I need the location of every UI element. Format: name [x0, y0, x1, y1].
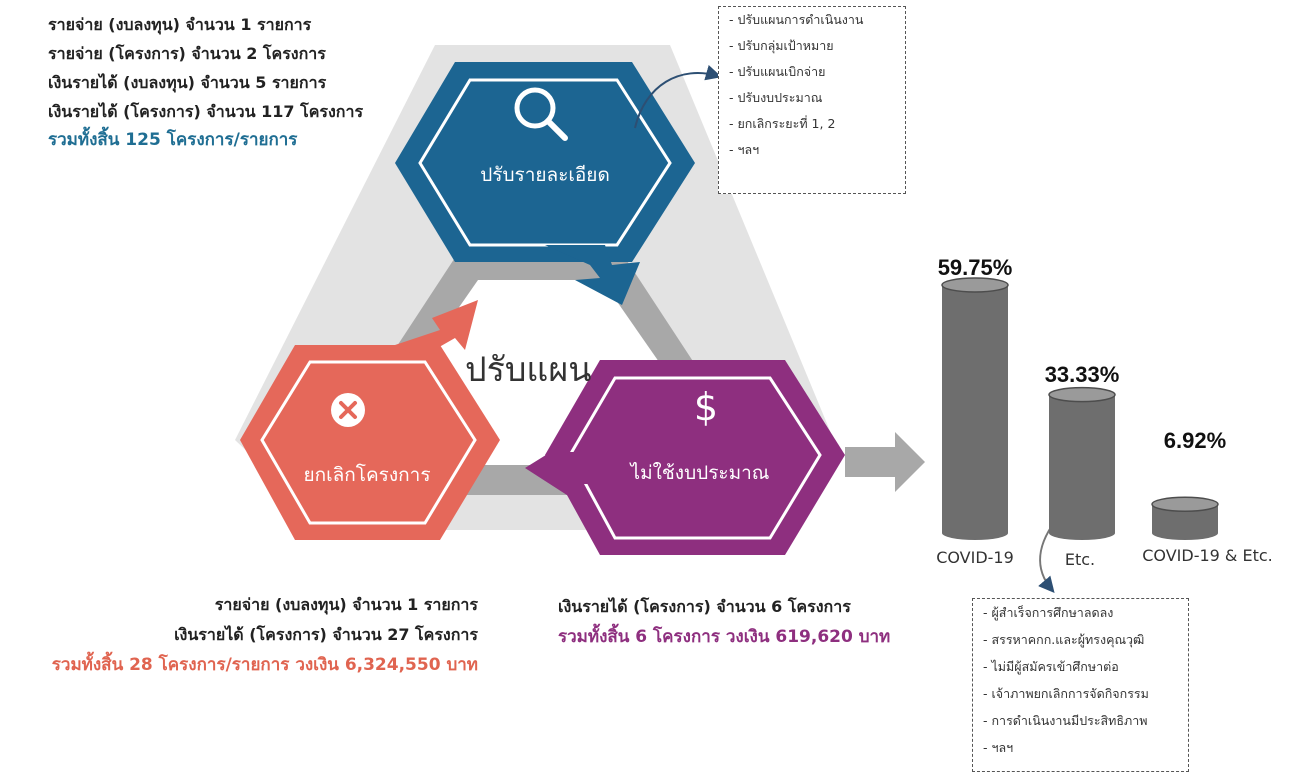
chart-category-label: COVID-19 & Etc.: [1142, 546, 1273, 565]
note-item: - ผู้สำเร็จการศึกษาลดลง: [983, 605, 1114, 620]
adjust-label: ปรับรายละเอียด: [480, 164, 610, 186]
cancel-summary-line: เงินรายได้ (โครงการ) จำนวน 27 โครงการ: [174, 625, 478, 644]
nobudget-summary: เงินรายได้ (โครงการ) จำนวน 6 โครงการ รวม…: [558, 592, 890, 652]
adjust-hexagon-inner: [418, 78, 672, 247]
reason-chart: [941, 277, 1219, 540]
note-item: - ยกเลิกระยะที่ 1, 2: [729, 116, 836, 131]
note-item: - ฯลฯ: [729, 142, 760, 157]
dollar-icon: $: [694, 385, 718, 429]
note-item: - ปรับแผนเบิกจ่าย: [729, 64, 826, 79]
cancel-summary-total: รวมทั้งสิ้น 28 โครงการ/รายการ วงเงิน 6,3…: [51, 655, 478, 675]
chart-bar: [1151, 496, 1219, 540]
cancel-summary-line: รายจ่าย (งบลงทุน) จำนวน 1 รายการ: [214, 595, 478, 614]
magnifier-icon: [514, 87, 568, 141]
cancel-label: ยกเลิกโครงการ: [303, 464, 431, 486]
note-item: - สรรหาคกก.และผู้ทรงคุณวุฒิ: [983, 632, 1145, 647]
cancel-summary: รายจ่าย (งบลงทุน) จำนวน 1 รายการ เงินราย…: [52, 590, 478, 680]
top-left-line: รายจ่าย (งบลงทุน) จำนวน 1 รายการ: [48, 15, 312, 34]
note-item: - การดำเนินงานมีประสิทธิภาพ: [983, 713, 1148, 728]
cancel-hexagon-inner: [260, 360, 477, 525]
top-note-connector: [634, 64, 722, 129]
note-item: - ไม่มีผู้สมัครเข้าศึกษาต่อ: [983, 659, 1119, 674]
adjust-arrow: [545, 245, 640, 305]
chart-category-label: Etc.: [1064, 550, 1096, 569]
chart-bar: [1048, 386, 1116, 540]
cancel-arrow: [395, 300, 478, 358]
center-title: ปรับแผน: [465, 350, 592, 390]
nobudget-summary-total: รวมทั้งสิ้น 6 โครงการ วงเงิน 619,620 บาท: [558, 627, 891, 647]
chart-arrow: [845, 432, 925, 492]
adjust-reasons-note: - ปรับแผนการดำเนินงาน - ปรับกลุ่มเป้าหมา…: [718, 6, 906, 194]
note-item: - ปรับแผนการดำเนินงาน: [729, 12, 864, 27]
chart-value-label: 59.75%: [937, 255, 1013, 280]
top-left-total: รวมทั้งสิ้น 125 โครงการ/รายการ: [48, 130, 298, 150]
chart-value-label: 6.92%: [1163, 428, 1227, 453]
top-left-summary: รายจ่าย (งบลงทุน) จำนวน 1 รายการ รายจ่าย…: [48, 10, 363, 155]
chart-category-label: COVID-19: [936, 548, 1014, 567]
cancel-circle-icon: [331, 393, 365, 427]
note-item: - ปรับกลุ่มเป้าหมาย: [729, 38, 834, 53]
top-left-line: เงินรายได้ (โครงการ) จำนวน 117 โครงการ: [48, 102, 364, 121]
nobudget-label: ไม่ใช้งบประมาณ: [630, 462, 770, 484]
reason-details-note: - ผู้สำเร็จการศึกษาลดลง - สรรหาคกก.และผู…: [972, 598, 1189, 772]
note-item: - เจ้าภาพยกเลิกการจัดกิจกรรม: [983, 686, 1149, 701]
top-left-line: เงินรายได้ (งบลงทุน) จำนวน 5 รายการ: [48, 73, 327, 92]
nobudget-summary-line: เงินรายได้ (โครงการ) จำนวน 6 โครงการ: [558, 597, 851, 616]
chart-bar: [941, 277, 1009, 540]
top-left-line: รายจ่าย (โครงการ) จำนวน 2 โครงการ: [48, 44, 326, 63]
note-item: - ปรับงบประมาณ: [729, 90, 823, 105]
nobudget-arrow: [525, 440, 615, 497]
chart-value-label: 33.33%: [1044, 362, 1120, 387]
note-item: - ฯลฯ: [983, 740, 1014, 755]
